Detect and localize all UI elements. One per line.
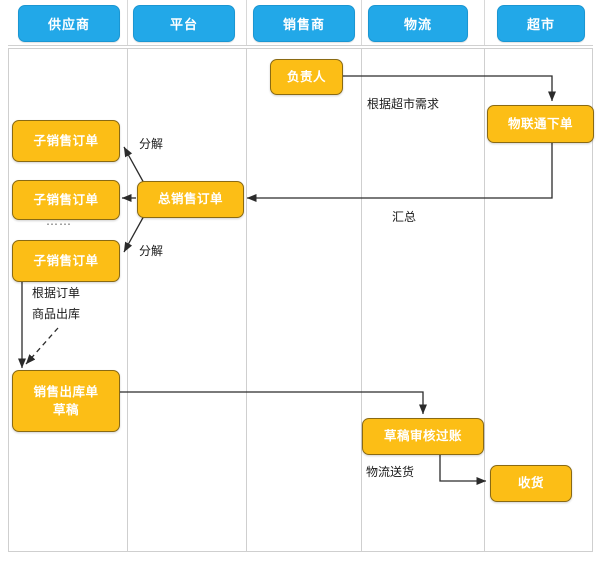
lane-header-reseller-label: 销售商 [282, 18, 325, 33]
lane-divider-supplier-platform [127, 48, 128, 552]
node-sales-outbound-label-line2: 草稿 [52, 402, 79, 417]
node-sub-order-1[interactable]: 子销售订单 [12, 120, 120, 162]
lane-divider-platform-reseller [246, 48, 247, 552]
lane-divider-reseller-logistics [361, 48, 362, 552]
node-draft-audit[interactable]: 草稿审核过账 [362, 418, 484, 455]
lane-header-logistics[interactable]: 物流 [368, 5, 468, 42]
node-owner[interactable]: 负责人 [270, 59, 343, 95]
node-iot-order-label: 物联通下单 [507, 115, 573, 131]
node-draft-audit-label: 草稿审核过账 [383, 428, 462, 444]
edge-label-by-order: 根据订单 [32, 286, 81, 300]
header-rule [8, 45, 593, 46]
lane-header-reseller[interactable]: 销售商 [253, 5, 355, 42]
edge-label-goods-outbound: 商品出库 [32, 307, 81, 321]
lane-header-supplier[interactable]: 供应商 [18, 5, 120, 42]
node-owner-label: 负责人 [286, 68, 326, 84]
lane-header-supermarket[interactable]: 超市 [497, 5, 585, 42]
lane-header-platform[interactable]: 平台 [133, 5, 235, 42]
node-total-order-label: 总销售订单 [157, 191, 223, 207]
lane-header-supermarket-label: 超市 [526, 18, 555, 33]
node-sales-outbound[interactable]: 销售出库单 草稿 [12, 370, 120, 432]
node-total-order[interactable]: 总销售订单 [137, 181, 244, 218]
edge-label-decompose-bottom: 分解 [139, 244, 164, 258]
edge-label-by-market-demand: 根据超市需求 [367, 97, 440, 111]
lane-header-supplier-label: 供应商 [47, 18, 90, 33]
header-divider-2 [246, 0, 247, 45]
node-sub-order-2-label: 子销售订单 [33, 191, 99, 207]
edge-label-decompose-top: 分解 [139, 137, 164, 151]
node-sub-order-3-label: 子销售订单 [33, 252, 99, 268]
node-iot-order[interactable]: 物联通下单 [487, 105, 594, 143]
lane-header-platform-label: 平台 [169, 18, 198, 33]
node-receive[interactable]: 收货 [490, 465, 572, 502]
node-sub-order-3[interactable]: 子销售订单 [12, 240, 120, 282]
header-divider-3 [361, 0, 362, 45]
edge-label-summarize: 汇总 [392, 210, 417, 224]
lane-header-logistics-label: 物流 [403, 18, 432, 33]
node-receive-label: 收货 [517, 475, 544, 491]
node-sales-outbound-label-line1: 销售出库单 [33, 383, 99, 399]
edge-label-logistics-delivery: 物流送货 [366, 465, 415, 479]
header-divider-4 [484, 0, 485, 45]
header-divider-1 [127, 0, 128, 45]
node-sub-order-1-label: 子销售订单 [33, 132, 99, 148]
node-sub-order-2[interactable]: 子销售订单 [12, 180, 120, 220]
lane-divider-logistics-supermarket [484, 48, 485, 552]
edge-label-ellipsis: …… [46, 214, 72, 228]
